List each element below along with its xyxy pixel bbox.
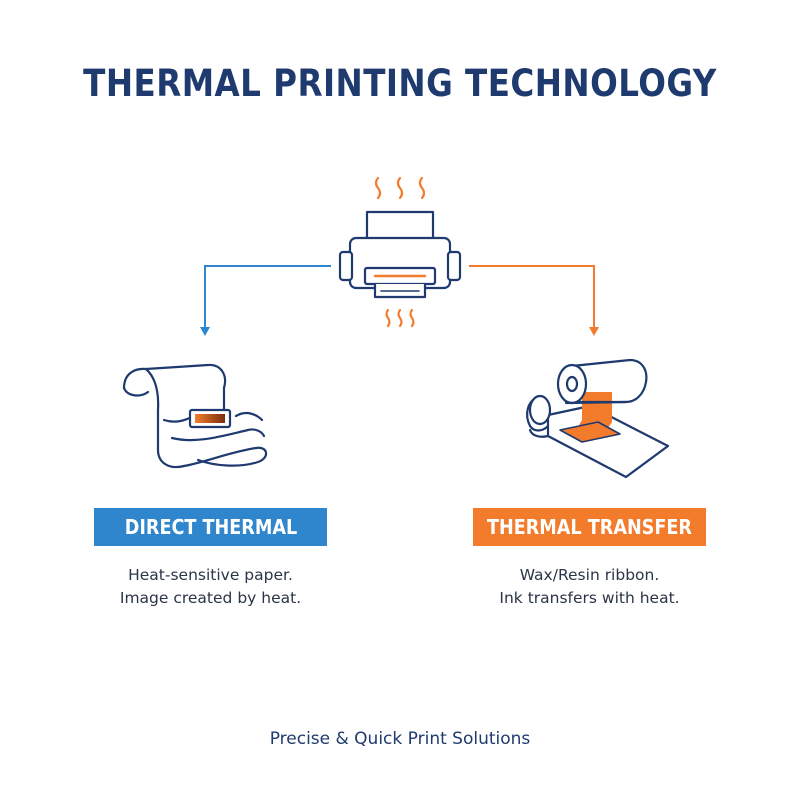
paper-roll-icon <box>122 363 268 469</box>
page-title: THERMAL PRINTING TECHNOLOGY <box>83 62 717 105</box>
thermal-transfer-line-2: Ink transfers with heat. <box>499 589 680 607</box>
heat-waves-top-icon <box>374 176 426 200</box>
ribbon-roll-icon <box>526 358 670 479</box>
direct-thermal-description: Heat-sensitive paper. Image created by h… <box>94 564 327 610</box>
arrow-to-thermal-transfer <box>469 265 599 336</box>
thermal-transfer-description: Wax/Resin ribbon. Ink transfers with hea… <box>473 564 706 610</box>
thermal-transfer-badge: THERMAL TRANSFER <box>473 508 706 546</box>
thermal-transfer-label: THERMAL TRANSFER <box>487 515 692 539</box>
thermal-transfer-line-1: Wax/Resin ribbon. <box>519 566 660 584</box>
printer-icon <box>338 176 462 328</box>
heat-waves-bottom-icon <box>385 308 415 328</box>
arrow-to-direct-thermal <box>200 265 331 336</box>
footer-tagline: Precise & Quick Print Solutions <box>269 729 531 749</box>
direct-thermal-line-2: Image created by heat. <box>119 589 302 607</box>
direct-thermal-line-1: Heat-sensitive paper. <box>128 566 293 584</box>
direct-thermal-badge: DIRECT THERMAL <box>94 508 327 546</box>
direct-thermal-label: DIRECT THERMAL <box>124 515 297 539</box>
